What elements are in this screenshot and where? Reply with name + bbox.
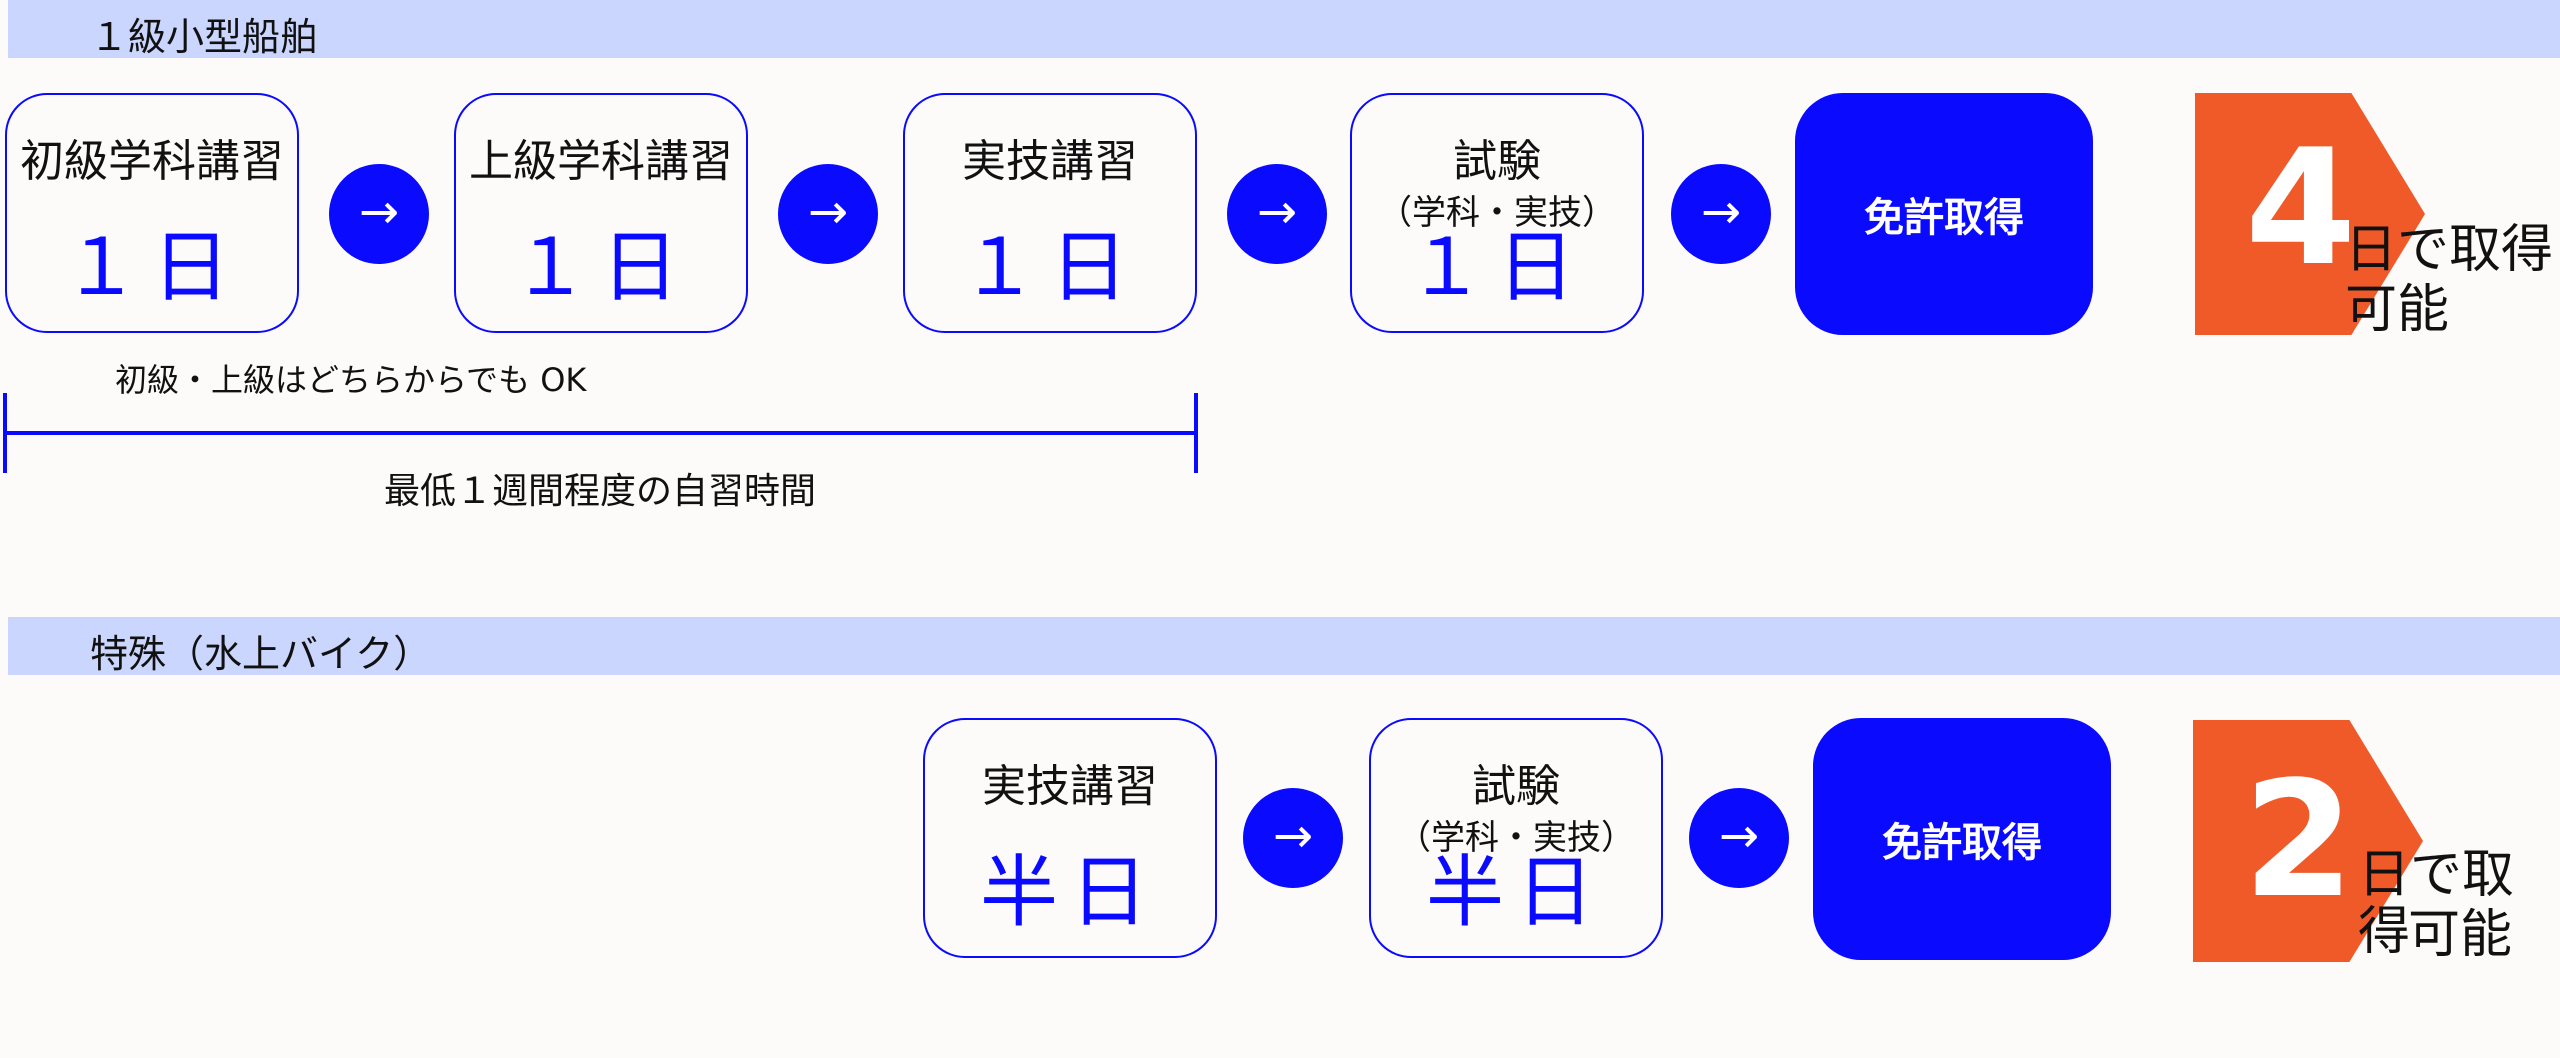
step-box-exam: 試験 （学科・実技） 半日 xyxy=(1369,718,1663,958)
step-label: 実技講習 xyxy=(982,761,1158,812)
days-suffix-2: 可能 xyxy=(2408,905,2513,965)
arrow-right-icon: → xyxy=(329,164,429,264)
days-number: 2 xyxy=(2243,746,2355,933)
step-duration: １日 xyxy=(61,223,242,313)
license-acquired-box: 免許取得 xyxy=(1813,718,2111,960)
days-suffix: 日で取得 xyxy=(2345,220,2554,280)
days-suffix-2: 可能 xyxy=(2345,280,2450,340)
span-label: 最低１週間程度の自習時間 xyxy=(383,471,816,512)
span-line xyxy=(3,431,1198,435)
step-duration: １日 xyxy=(959,223,1140,313)
section-title: 特殊（水上バイク） xyxy=(90,632,432,676)
step-label: 実技講習 xyxy=(962,136,1138,187)
step-box-beginner-theory: 初級学科講習 １日 xyxy=(5,93,299,333)
section-title: １級小型船舶 xyxy=(90,15,319,59)
step-duration: 半日 xyxy=(979,848,1160,938)
arrow-right-icon: → xyxy=(1243,788,1343,888)
step-label: 上級学科講習 xyxy=(469,136,733,187)
step-box-exam: 試験 （学科・実技） １日 xyxy=(1350,93,1644,333)
step-sublabel: （学科・実技） xyxy=(1378,193,1616,233)
days-number: 4 xyxy=(2245,114,2357,301)
arrow-right-icon: → xyxy=(1671,164,1771,264)
step-label: 試験 xyxy=(1453,136,1541,187)
section-header-class1: １級小型船舶 xyxy=(8,0,2560,59)
arrow-right-icon: → xyxy=(1227,164,1327,264)
step-box-practical: 実技講習 １日 xyxy=(903,93,1197,333)
span-tick-right xyxy=(1194,393,1198,473)
step-duration: 半日 xyxy=(1425,848,1606,938)
step-box-advanced-theory: 上級学科講習 １日 xyxy=(454,93,748,333)
step-label: 試験 xyxy=(1472,761,1560,812)
step-duration: １日 xyxy=(1406,223,1587,313)
step-box-practical: 実技講習 半日 xyxy=(923,718,1217,958)
step-sublabel: （学科・実技） xyxy=(1397,818,1635,858)
arrow-right-icon: → xyxy=(778,164,878,264)
step-duration: １日 xyxy=(510,223,691,313)
arrow-right-icon: → xyxy=(1689,788,1789,888)
step-label: 初級学科講習 xyxy=(20,136,284,187)
section-header-jetski: 特殊（水上バイク） xyxy=(8,617,2560,676)
days-suffix: 日で取得 xyxy=(2358,845,2515,963)
license-acquired-box: 免許取得 xyxy=(1795,93,2093,335)
order-note: 初級・上級はどちらからでも OK xyxy=(115,361,587,399)
